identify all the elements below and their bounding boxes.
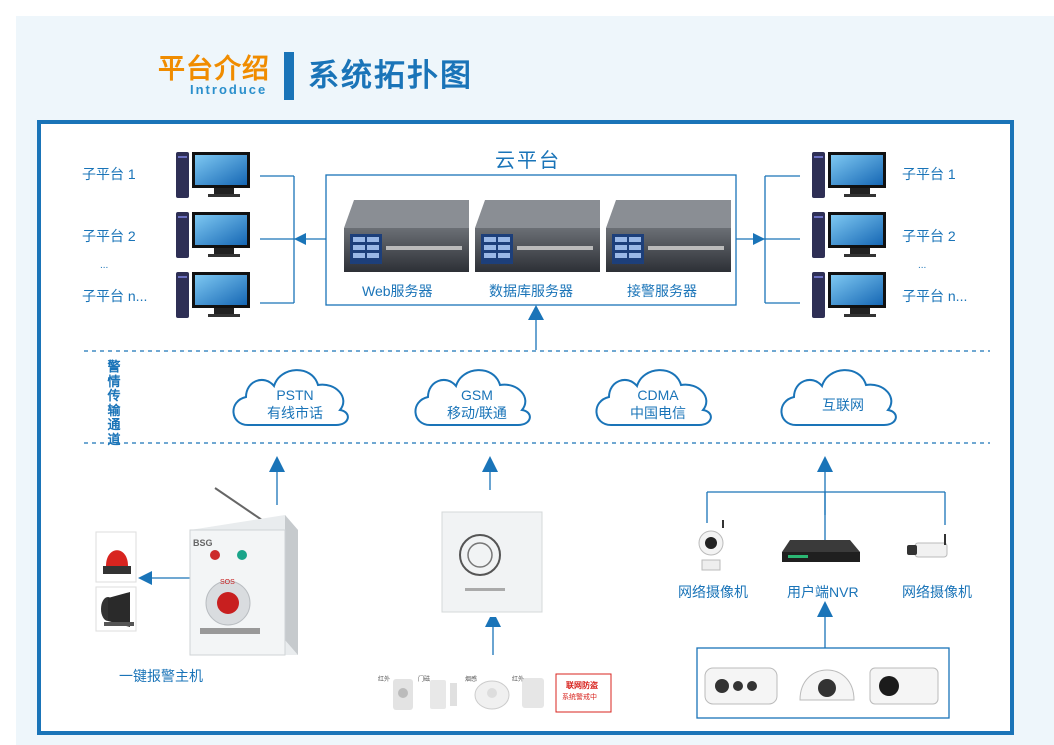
sensor-label-door: 门磁 (418, 677, 431, 683)
network-cdma-name: CDMA (637, 387, 679, 403)
network-cdma-desc: 中国电信 (630, 405, 686, 421)
sensor-label-smoke: 烟感 (465, 677, 478, 683)
arrow-sensors-to-panel (485, 611, 501, 627)
alarm-server-label: 接警服务器 (627, 283, 697, 299)
nvr-icon (782, 540, 860, 562)
left-sub-platform-ellipsis: ... (100, 260, 109, 271)
network-internet: 互联网 (788, 396, 898, 414)
sensors-icons (393, 673, 612, 713)
sensor-label-pir-2: 红外 (512, 677, 525, 683)
clouds (232, 369, 897, 426)
left-sub-platform-2: 子平台 2 (82, 228, 136, 244)
left-bracket (260, 175, 326, 304)
network-pstn: PSTN 有线市话 (240, 386, 350, 422)
page-title: 系统拓扑图 (308, 58, 473, 93)
sensor-label-pir-1: 红外 (378, 677, 391, 683)
network-pstn-desc: 有线市话 (267, 405, 323, 421)
alarm-host-sos: SOS (220, 579, 235, 586)
cloud-platform-title: 云平台 (495, 150, 561, 172)
sign-line-2: 系统警戒中 (562, 694, 597, 701)
camera-left-label: 网络摄像机 (678, 584, 748, 600)
cloud-platform-box (325, 174, 737, 306)
header-divider (284, 52, 294, 100)
network-gsm-name: GSM (461, 387, 493, 403)
intro-title: 平台介绍 (158, 54, 270, 84)
camera-right-label: 网络摄像机 (902, 584, 972, 600)
right-sub-platform-2: 子平台 2 (902, 228, 956, 244)
computer-icons-left (176, 152, 250, 318)
network-cdma: CDMA 中国电信 (603, 386, 713, 422)
left-sub-platform-1: 子平台 1 (82, 166, 136, 182)
computer-icons-right (812, 152, 886, 318)
sign-line-1: 联网防盗 (566, 681, 598, 690)
camera-dome-left-icon (690, 520, 732, 575)
intro-subtitle: Introduce (190, 82, 268, 97)
arrow-to-right-bracket (753, 233, 765, 245)
group-box-camera-icon (869, 667, 939, 705)
alarm-host-brand: BSG (193, 538, 213, 548)
left-sub-platform-n: 子平台 n... (82, 288, 148, 304)
right-bracket (736, 175, 800, 304)
alarm-host-label: 一键报警主机 (119, 668, 203, 684)
arrow-host-to-siren (138, 571, 152, 585)
alarm-channel-label: 警情传输通道 (107, 359, 121, 447)
camera-bullet-right-icon (907, 528, 954, 570)
server-icons (344, 200, 731, 272)
speaker-icon (95, 586, 137, 632)
camera-bracket (706, 491, 946, 540)
network-gsm: GSM 移动/联通 (422, 386, 532, 422)
group-bullet-camera-icon (704, 667, 778, 705)
alarm-host-icon (189, 487, 298, 656)
nvr-label: 用户端NVR (787, 584, 859, 600)
network-pstn-name: PSTN (276, 387, 314, 403)
arrow-to-left-bracket (294, 233, 306, 245)
right-sub-platform-n: 子平台 n... (902, 288, 968, 304)
arrow-to-cloud-platform (528, 305, 544, 320)
siren-icon (95, 531, 137, 583)
network-internet-desc: 互联网 (822, 397, 864, 413)
right-sub-platform-1: 子平台 1 (902, 166, 956, 182)
arrow-cameras-to-nvr (817, 601, 833, 617)
control-panel-icon (415, 490, 573, 617)
right-sub-platform-ellipsis: ... (918, 260, 927, 271)
group-dome-camera-icon (799, 669, 855, 701)
web-server-label: Web服务器 (362, 283, 433, 299)
database-server-label: 数据库服务器 (489, 283, 573, 299)
network-gsm-desc: 移动/联通 (447, 405, 507, 421)
